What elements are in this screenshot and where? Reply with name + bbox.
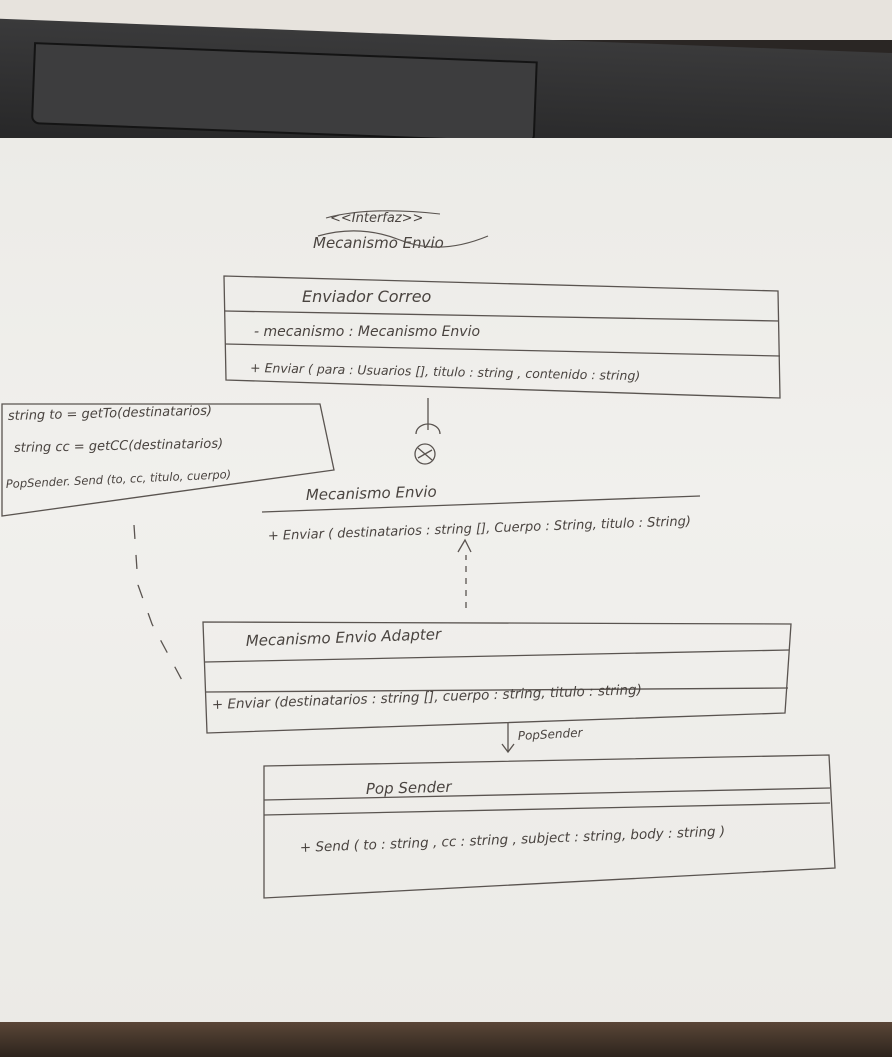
enviador-attribute: - mecanismo : Mecanismo Envio <box>254 324 480 340</box>
adapter-class-name: Mecanismo Envio Adapter <box>246 625 443 650</box>
note-line2: string cc = getCC(destinatarios) <box>14 437 224 456</box>
paper-sheet <box>0 138 892 1043</box>
class-enviador-correo <box>223 275 781 399</box>
enviador-operation: + Enviar ( para : Usuarios [], titulo : … <box>250 360 640 383</box>
enviador-class-name: Enviador Correo <box>302 287 432 306</box>
interface-separator <box>261 495 701 513</box>
realization-arrow <box>457 538 472 608</box>
note-line3: PopSender. Send (to, cc, titulo, cuerpo) <box>6 467 232 491</box>
interface-operation: + Enviar ( destinatarios : string [], Cu… <box>268 514 692 544</box>
association-arrow <box>501 722 515 754</box>
class-adapter <box>202 621 792 734</box>
note-box <box>1 403 335 517</box>
stereotype-line2: Mecanismo Envio <box>313 234 444 252</box>
stereotype-line1: <<Interfaz>> <box>330 211 423 226</box>
interface-lollipop <box>414 398 441 465</box>
popsender-operation: + Send ( to : string , cc : string , sub… <box>300 824 726 856</box>
table-edge <box>0 1022 892 1057</box>
interface-name: Mecanismo Envio <box>306 483 437 504</box>
class-pop-sender <box>263 754 836 899</box>
adapter-operation: + Enviar (destinatarios : string [], cue… <box>212 682 643 713</box>
association-label: PopSender <box>517 726 583 743</box>
note-connector <box>133 524 186 687</box>
popsender-class-name: Pop Sender <box>366 778 453 798</box>
note-line1: string to = getTo(destinatarios) <box>8 404 212 424</box>
stereotype-title: <<Interfaz>> Mecanismo Envio <box>313 210 489 252</box>
